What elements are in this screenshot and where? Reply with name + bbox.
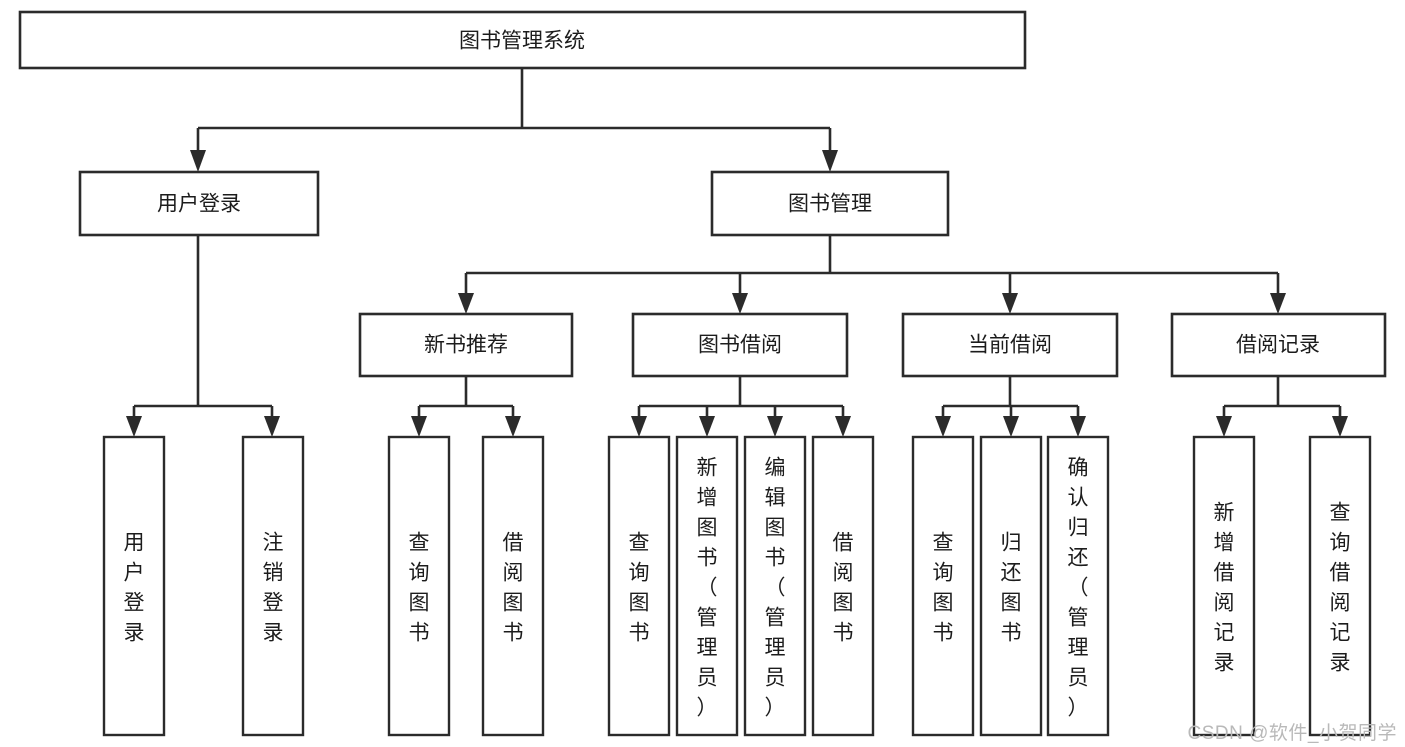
- leaf-add-book[interactable]: 新增图书（管理员）: [675, 435, 739, 737]
- leaf-edit-book-label: 编辑图书（管理员）: [765, 456, 786, 719]
- connector-userlogin-to-leaves: [126, 235, 280, 437]
- connector-bookborrow-to-leaves: [631, 376, 851, 437]
- leaf-return-book-label: 归还图书: [1001, 531, 1022, 644]
- node-new-book-recommend[interactable]: 新书推荐: [358, 312, 574, 378]
- leaf-user-login-label: 用户登录: [124, 531, 145, 644]
- leaf-query-book-1-label: 查询图书: [409, 531, 430, 644]
- node-book-management-label: 图书管理: [788, 193, 872, 216]
- node-borrow-record[interactable]: 借阅记录: [1170, 312, 1387, 378]
- leaf-query-book-3[interactable]: 查询图书: [911, 435, 975, 737]
- leaf-logout-label: 注销登录: [263, 531, 284, 644]
- leaf-query-book-2-label: 查询图书: [629, 531, 650, 644]
- node-book-borrow-label: 图书借阅: [698, 334, 782, 357]
- node-borrow-record-label: 借阅记录: [1236, 334, 1320, 357]
- node-book-borrow[interactable]: 图书借阅: [631, 312, 849, 378]
- leaf-confirm-return[interactable]: 确认归还（管理员）: [1046, 435, 1110, 737]
- leaf-query-record[interactable]: 查询借阅记录: [1308, 435, 1372, 737]
- node-new-book-recommend-label: 新书推荐: [424, 334, 508, 357]
- leaf-add-record-label: 新增借阅记录: [1214, 501, 1235, 674]
- leaf-add-record[interactable]: 新增借阅记录: [1192, 435, 1256, 737]
- node-root[interactable]: 图书管理系统: [18, 10, 1027, 70]
- csdn-watermark: CSDN @软件_小贺同学: [1187, 723, 1397, 744]
- node-current-borrow-label: 当前借阅: [968, 334, 1052, 357]
- leaf-borrow-book-1-label: 借阅图书: [503, 531, 524, 644]
- leaf-return-book[interactable]: 归还图书: [979, 435, 1043, 737]
- node-book-management[interactable]: 图书管理: [710, 170, 950, 237]
- connector-currentborrow-to-leaves: [935, 376, 1086, 437]
- leaf-add-book-label: 新增图书（管理员）: [697, 456, 718, 719]
- node-root-label: 图书管理系统: [459, 30, 585, 53]
- leaf-borrow-book-1[interactable]: 借阅图书: [481, 435, 545, 737]
- leaf-query-book-3-label: 查询图书: [933, 531, 954, 644]
- leaf-query-book-1[interactable]: 查询图书: [387, 435, 451, 737]
- leaf-borrow-book-2[interactable]: 借阅图书: [811, 435, 875, 737]
- connector-bookmanagement-to-level2: [458, 235, 1286, 314]
- node-current-borrow[interactable]: 当前借阅: [901, 312, 1119, 378]
- connector-borrowrecord-to-leaves: [1216, 376, 1348, 437]
- connector-newbook-to-leaves: [411, 376, 521, 437]
- leaf-logout[interactable]: 注销登录: [241, 435, 305, 737]
- leaf-query-book-2[interactable]: 查询图书: [607, 435, 671, 737]
- leaf-user-login[interactable]: 用户登录: [102, 435, 166, 737]
- node-user-login[interactable]: 用户登录: [78, 170, 320, 237]
- leaf-confirm-return-label: 确认归还（管理员）: [1068, 456, 1089, 719]
- leaf-edit-book[interactable]: 编辑图书（管理员）: [743, 435, 807, 737]
- node-user-login-label: 用户登录: [157, 193, 241, 216]
- leaf-borrow-book-2-label: 借阅图书: [833, 531, 854, 644]
- connector-root-to-level1: [190, 68, 838, 172]
- leaf-query-record-label: 查询借阅记录: [1330, 501, 1351, 674]
